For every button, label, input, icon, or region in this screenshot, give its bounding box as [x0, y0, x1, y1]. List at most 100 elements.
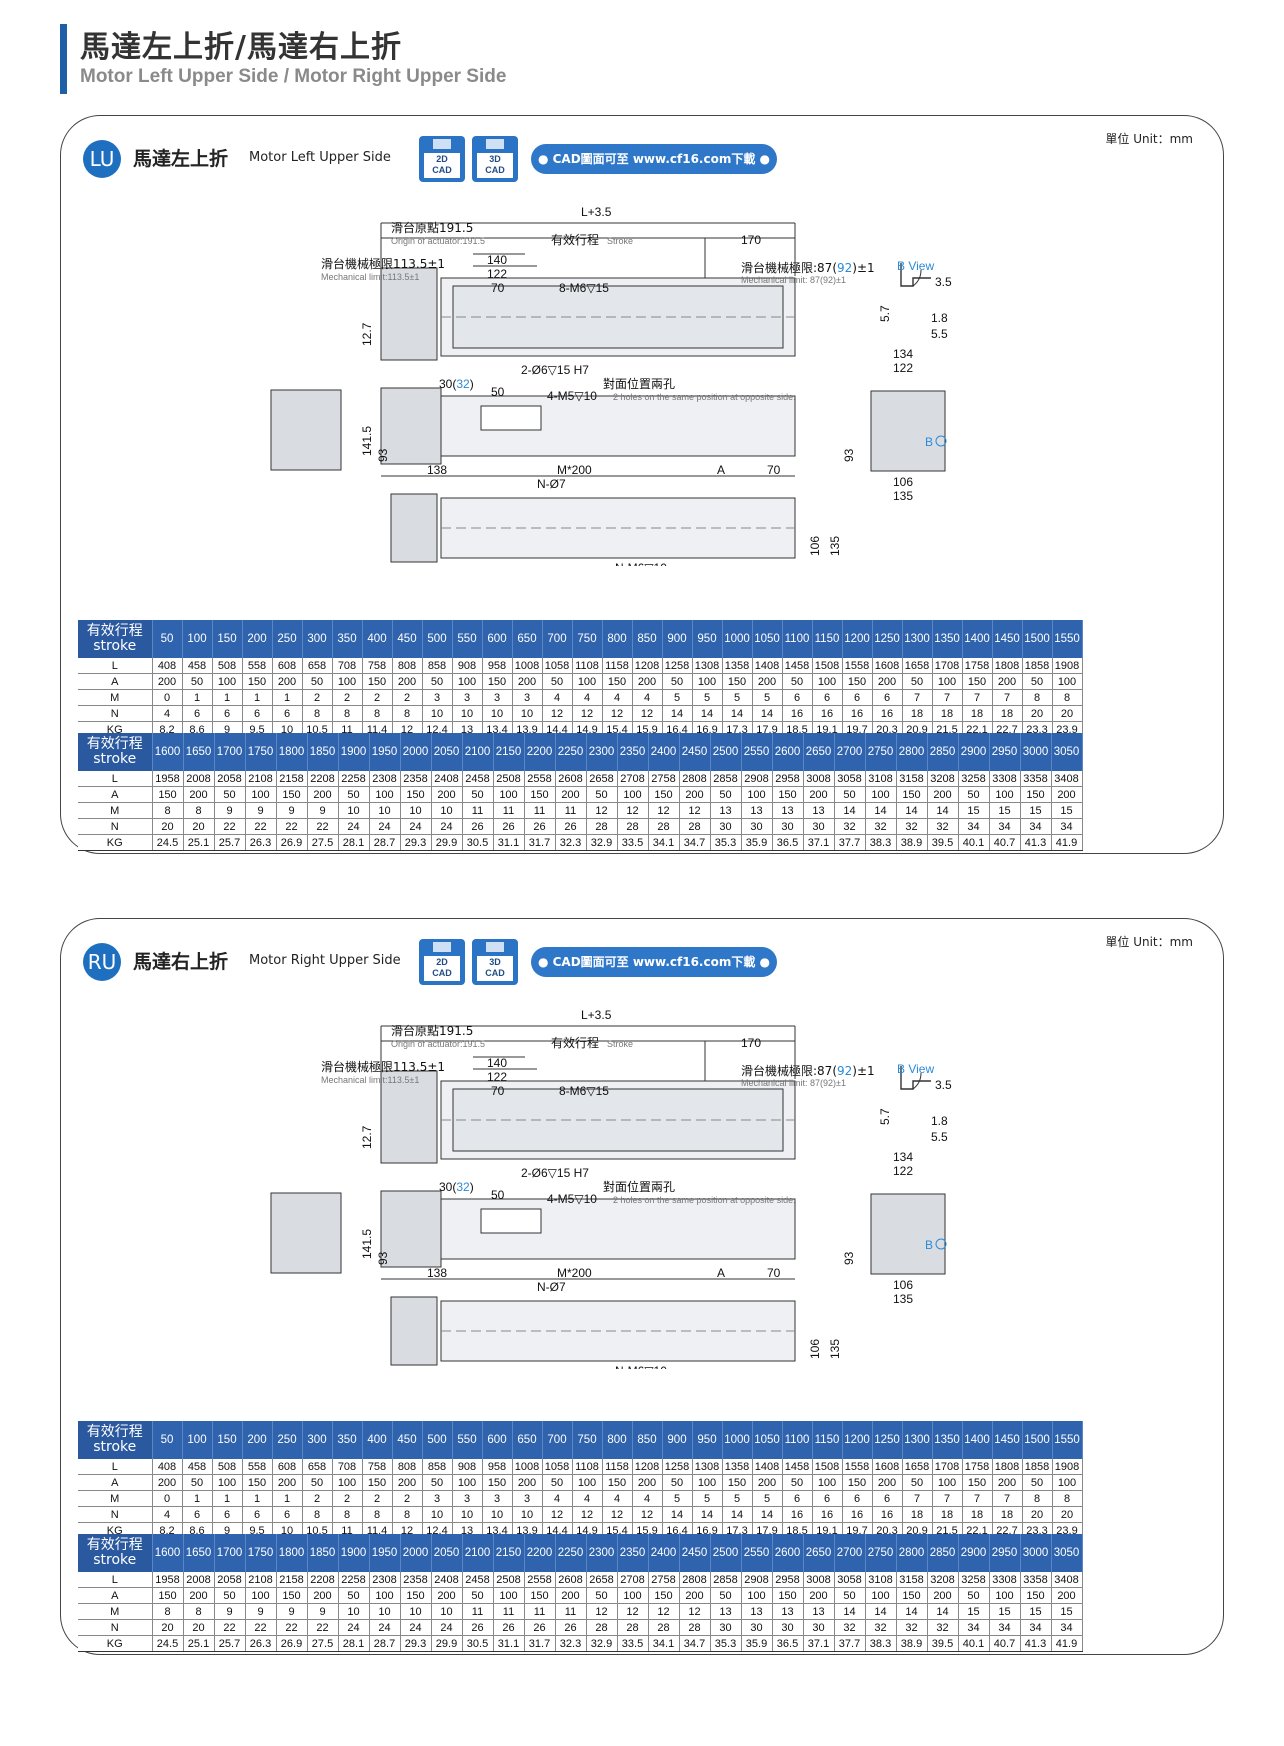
dim-hole: 2-Ø6▽15 H7: [521, 1166, 589, 1180]
section-title: 馬達左上折: [133, 148, 229, 170]
cad-2d-label-sub: CAD: [432, 968, 452, 978]
table-cell: 100: [932, 1474, 963, 1491]
row-label: A: [78, 673, 153, 690]
table-cell: 3008: [803, 1572, 835, 1588]
stroke-caption-zh: 有效行程: [86, 1537, 143, 1553]
table-cell: 4: [602, 689, 633, 706]
table-cell: 1: [182, 689, 213, 706]
table-cell: 2: [332, 1490, 363, 1507]
table-cell: 13: [741, 802, 773, 819]
table-cell: 40.7: [989, 1635, 1021, 1652]
stroke-value: 1350: [932, 1421, 963, 1459]
dim-n7: N-Ø7: [537, 1280, 566, 1294]
table-cell: 22: [214, 1619, 246, 1636]
table-cell: 26: [555, 818, 587, 835]
table-cell: 31.7: [524, 1635, 556, 1652]
stroke-value: 1800: [276, 1534, 308, 1572]
table-cell: 14: [834, 1603, 866, 1620]
stroke-value: 1150: [812, 1421, 843, 1459]
table-cell: 200: [927, 1587, 959, 1604]
table-cell: 200: [927, 786, 959, 803]
table-cell: 1: [272, 689, 303, 706]
svg-text:滑台機械極限:87(92)±1: 滑台機械極限:87(92)±1: [741, 260, 875, 275]
dim-1.8: 1.8: [931, 311, 948, 325]
table-cell: 100: [212, 1474, 243, 1491]
table-cell: 2608: [555, 771, 587, 787]
dim-origin-en: Origin of actuator:191.5: [391, 236, 485, 246]
table-cell: 200: [512, 1474, 543, 1491]
table-cell: 8: [392, 1506, 423, 1523]
dim-m200: M*200: [557, 463, 592, 477]
stroke-value: 1850: [307, 1534, 339, 1572]
cad-download-link[interactable]: ● CAD圖面可至 www.cf16.com下載 ●: [531, 144, 777, 174]
table-cell: 3258: [958, 771, 990, 787]
stroke-value: 2650: [803, 733, 835, 771]
dim-mech2: 滑台機械極限:87(: [741, 260, 837, 275]
table-cell: 7: [992, 689, 1023, 706]
table-cell: 28.1: [338, 834, 370, 851]
b-view-label: B View: [897, 259, 934, 273]
dim-3.5: 3.5: [935, 1078, 952, 1092]
table-cell: 10: [422, 705, 453, 722]
table-cell: 1808: [992, 1459, 1023, 1475]
table-cell: 408: [152, 658, 183, 674]
table-cell: 6: [182, 705, 213, 722]
section-title-en: Motor Left Upper Side: [249, 150, 391, 165]
table-cell: 100: [741, 1587, 773, 1604]
stroke-value: 1950: [369, 1534, 401, 1572]
stroke-value: 700: [542, 620, 573, 658]
stroke-value: 2500: [710, 1534, 742, 1572]
table-cell: 38.3: [865, 834, 897, 851]
table-cell: 1858: [1022, 658, 1053, 674]
table-cell: 2758: [648, 1572, 680, 1588]
table-cell: 558: [242, 658, 273, 674]
stroke-caption-en: stroke: [93, 1552, 137, 1568]
table-cell: 2: [302, 689, 333, 706]
table-cell: 1508: [812, 658, 843, 674]
table-cell: 458: [182, 1459, 213, 1475]
table-cell: 32.9: [586, 1635, 618, 1652]
table-cell: 34.7: [679, 1635, 711, 1652]
table-cell: 31.1: [493, 834, 525, 851]
table-cell: 36.5: [772, 834, 804, 851]
table-cell: 2958: [772, 1572, 804, 1588]
table-cell: 1208: [632, 658, 663, 674]
table-cell: 150: [276, 786, 308, 803]
cad-download-link[interactable]: ● CAD圖面可至 www.cf16.com下載 ●: [531, 947, 777, 977]
table-cell: 200: [679, 786, 711, 803]
table-cell: 150: [362, 673, 393, 690]
dim-n7: N-Ø7: [537, 477, 566, 491]
row-label: A: [78, 1474, 153, 1491]
table-cell: 5: [692, 1490, 723, 1507]
table-cell: 10: [482, 1506, 513, 1523]
table-cell: 9: [307, 802, 339, 819]
dim-30-close: ): [470, 377, 474, 391]
table-cell: 15: [989, 802, 1021, 819]
table-cell: 3108: [865, 771, 897, 787]
table-cell: 0: [152, 689, 183, 706]
table-cell: 3058: [834, 1572, 866, 1588]
dim-mech-limit-en: Mechanical limit:113.5±1: [321, 272, 419, 282]
table-cell: 4: [632, 1490, 663, 1507]
table-cell: 18: [932, 705, 963, 722]
stroke-value: 2200: [524, 733, 556, 771]
table-cell: 12: [648, 802, 680, 819]
table-cell: 10: [400, 1603, 432, 1620]
table-cell: 9: [214, 1603, 246, 1620]
table-cell: 34: [1051, 818, 1083, 835]
dim-134: 134: [893, 347, 913, 361]
table-cell: 7: [962, 1490, 993, 1507]
table-cell: 10: [512, 1506, 543, 1523]
table-cell: 7: [902, 1490, 933, 1507]
dim-135: 135: [828, 536, 842, 556]
stroke-value: 3050: [1051, 733, 1083, 771]
table-cell: 13: [741, 1603, 773, 1620]
stroke-value: 600: [482, 620, 513, 658]
